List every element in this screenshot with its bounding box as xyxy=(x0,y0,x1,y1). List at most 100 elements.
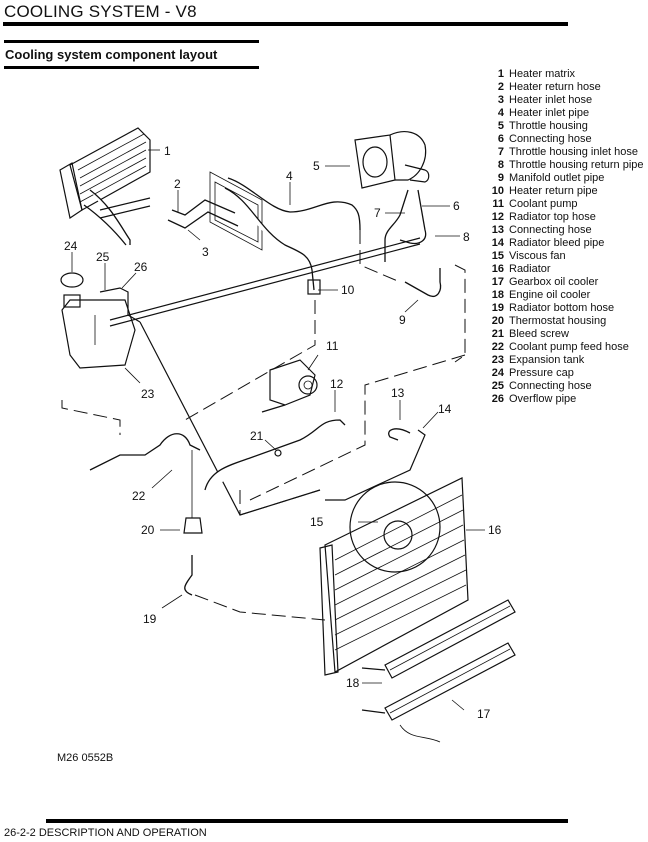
legend-label: Radiator top hose xyxy=(509,211,596,223)
legend-number: 3 xyxy=(497,94,504,106)
legend-label: Radiator xyxy=(509,263,551,275)
legend-number: 23 xyxy=(491,354,504,366)
leader-line xyxy=(194,594,326,621)
heater-hoses xyxy=(167,199,239,229)
legend-label: Thermostat housing xyxy=(509,315,607,327)
legend-item: 10 Heater return pipe xyxy=(486,185,644,198)
footer-page-ref: 26-2-2 DESCRIPTION AND OPERATION xyxy=(4,827,207,839)
pipe-clip xyxy=(307,279,321,295)
callout-15: 15 xyxy=(310,515,324,529)
heater-pipe-bracket-inner xyxy=(214,181,259,243)
leader-line xyxy=(359,230,401,283)
leader-line xyxy=(184,300,316,421)
callout-2: 2 xyxy=(174,177,181,191)
callout-19: 19 xyxy=(143,612,157,626)
callout-20: 20 xyxy=(141,523,155,537)
callout-7: 7 xyxy=(374,206,381,220)
callout-25: 25 xyxy=(96,250,110,264)
callout-11: 11 xyxy=(326,339,339,353)
legend-label: Heater inlet hose xyxy=(509,94,593,106)
legend-item: 9 Manifold outlet pipe xyxy=(486,172,644,185)
callout-4: 4 xyxy=(286,169,293,183)
callout-17: 17 xyxy=(477,707,491,721)
legend-item: 6 Connecting hose xyxy=(486,133,644,146)
callout-10: 10 xyxy=(341,283,355,297)
heater-inlet-pipe xyxy=(227,177,361,231)
callout-14: 14 xyxy=(438,402,452,416)
radiator-bleed-pipe xyxy=(325,429,426,501)
legend-number: 26 xyxy=(491,393,504,405)
manifold-outlet-pipe xyxy=(404,268,442,297)
legend-number: 9 xyxy=(497,172,504,184)
legend-item: 24 Pressure cap xyxy=(486,367,644,380)
legend-number: 21 xyxy=(491,328,504,340)
legend-label: Radiator bottom hose xyxy=(509,302,615,314)
viscous-fan xyxy=(349,481,441,573)
section-rule-bottom xyxy=(4,66,259,69)
engine-oil-cooler xyxy=(361,599,516,679)
legend-label: Viscous fan xyxy=(509,250,566,262)
throttle-return-pipe xyxy=(399,189,427,245)
coolant-pump xyxy=(261,359,318,413)
callout-23: 23 xyxy=(141,387,155,401)
callout-8: 8 xyxy=(463,230,470,244)
legend-item: 3 Heater inlet hose xyxy=(486,94,644,107)
heater-pipe-bracket xyxy=(209,171,263,251)
legend-number: 6 xyxy=(497,133,504,145)
gearbox-oil-cooler xyxy=(361,642,516,743)
legend-number: 20 xyxy=(491,315,504,327)
fan-hub xyxy=(383,520,413,550)
legend-number: 1 xyxy=(497,68,504,80)
section-title: Cooling system component layout xyxy=(5,47,218,62)
legend-number: 7 xyxy=(497,146,504,158)
expansion-tank xyxy=(61,294,136,369)
callout-12: 12 xyxy=(330,377,344,391)
heater-matrix xyxy=(59,127,151,246)
callout-9: 9 xyxy=(399,313,406,327)
legend-label: Heater return pipe xyxy=(509,185,598,197)
radiator-top-hose xyxy=(204,419,346,491)
legend-item: 19 Radiator bottom hose xyxy=(486,302,644,315)
legend-label: Connecting hose xyxy=(509,380,592,392)
radiator xyxy=(319,477,469,676)
legend-number: 10 xyxy=(491,185,504,197)
callout-6: 6 xyxy=(453,199,460,213)
legend-number: 4 xyxy=(497,107,504,119)
pressure-cap xyxy=(60,272,84,288)
heater-return-pipe xyxy=(224,187,315,291)
legend-number: 24 xyxy=(491,367,504,379)
legend-number: 19 xyxy=(491,302,504,314)
overflow-pipe xyxy=(99,287,141,323)
legend-label: Connecting hose xyxy=(509,133,592,145)
callout-18: 18 xyxy=(346,676,360,690)
legend-label: Radiator bleed pipe xyxy=(509,237,605,249)
callout-26: 26 xyxy=(134,260,148,274)
legend-label: Pressure cap xyxy=(509,367,574,379)
section-rule-top xyxy=(4,40,259,43)
callout-3: 3 xyxy=(202,245,209,259)
legend-label: Manifold outlet pipe xyxy=(509,172,605,184)
callout-13: 13 xyxy=(391,386,405,400)
legend-number: 5 xyxy=(497,120,504,132)
leader-line xyxy=(61,400,121,435)
legend-label: Engine oil cooler xyxy=(509,289,591,301)
page-header-title: COOLING SYSTEM - V8 xyxy=(4,2,197,21)
connecting-hose xyxy=(388,428,411,441)
callout-24: 24 xyxy=(64,239,78,253)
throttle-inlet-hose xyxy=(384,189,409,262)
